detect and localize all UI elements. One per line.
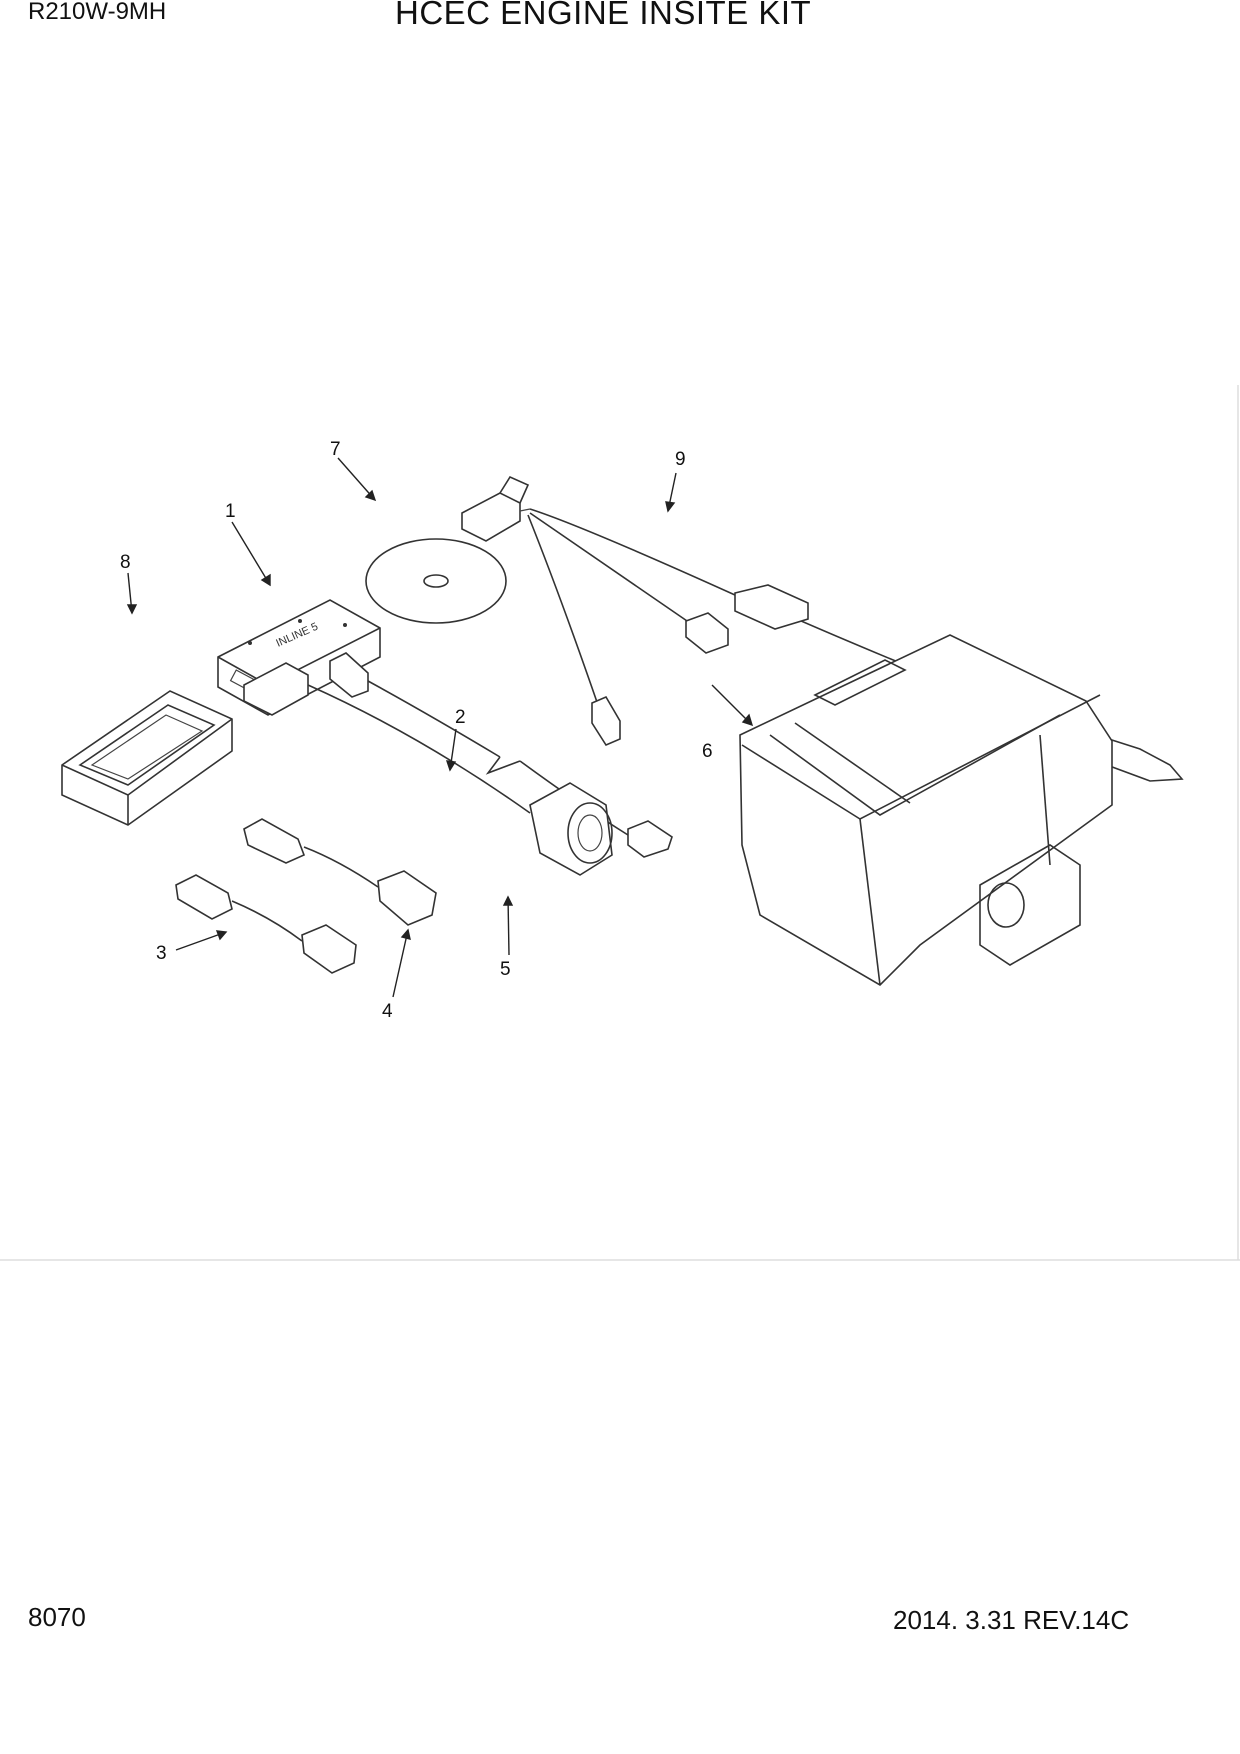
part-3-adapter-cable bbox=[175, 874, 357, 974]
callout-9: 9 bbox=[675, 449, 686, 470]
part-8-protective-boot bbox=[61, 690, 233, 826]
callout-3: 3 bbox=[156, 943, 167, 964]
part-6-carrying-case bbox=[739, 634, 1113, 987]
callout-1: 1 bbox=[225, 501, 236, 522]
part-7-software-disc bbox=[365, 538, 507, 624]
part-5-serial-adapter-cable bbox=[243, 662, 613, 876]
callout-4: 4 bbox=[382, 1001, 393, 1022]
callout-labels: 1 2 3 4 5 6 7 8 9 bbox=[120, 439, 713, 1022]
callout-5: 5 bbox=[500, 959, 511, 980]
part-2-usb-cable bbox=[329, 652, 673, 858]
page-number: 8070 bbox=[28, 1602, 86, 1632]
page-title: HCEC ENGINE INSITE KIT bbox=[395, 0, 812, 31]
callout-8: 8 bbox=[120, 552, 131, 573]
part-4-adapter-cable bbox=[243, 818, 437, 926]
revision-date: 2014. 3.31 REV.14C bbox=[893, 1605, 1130, 1635]
callout-6: 6 bbox=[702, 741, 713, 762]
model-code: R210W-9MH bbox=[28, 0, 167, 25]
callout-leaders bbox=[126, 457, 754, 998]
parts-diagram: INLINE 5 bbox=[0, 385, 1240, 1265]
callout-7: 7 bbox=[330, 439, 341, 460]
callout-2: 2 bbox=[455, 707, 466, 728]
